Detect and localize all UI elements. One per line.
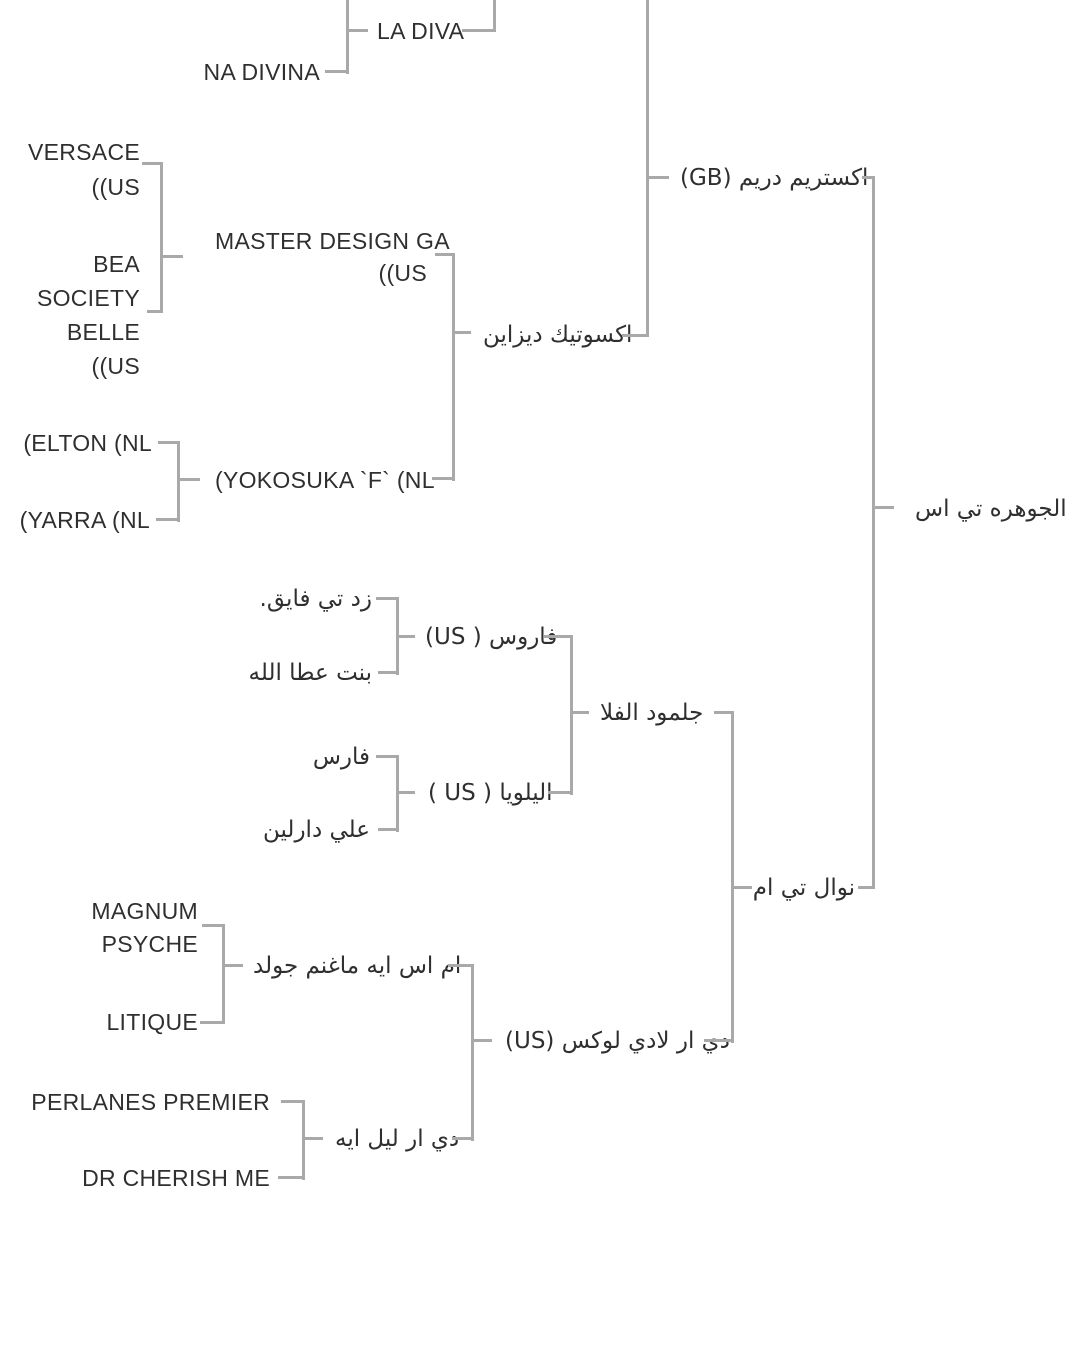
connector-line	[222, 925, 225, 1024]
node-elton: (ELTON (NL	[23, 430, 152, 456]
connector-line	[872, 506, 894, 509]
connector-line	[346, 0, 349, 74]
node-ali-darlene: علي دارلين	[262, 817, 370, 843]
node-master-design-ga-name: MASTER DESIGN GA	[215, 228, 450, 254]
connector-line	[177, 478, 200, 481]
connector-line	[462, 29, 496, 32]
node-perlanes-premier: PERLANES PREMIER	[31, 1089, 270, 1115]
connector-line	[302, 1101, 305, 1180]
connector-line	[570, 636, 573, 795]
node-versace: VERSACE ((US	[28, 135, 140, 205]
node-al-jawhara-ts: الجوهره تي اس	[915, 496, 1067, 522]
connector-line	[346, 29, 368, 32]
connector-line	[471, 1039, 492, 1042]
connector-line	[147, 310, 163, 313]
connector-line	[396, 791, 415, 794]
node-warandes-plakat: WARANDES PLAKAT	[91, 0, 320, 6]
node-exotic-design: اكسوتيك ديزاين	[483, 322, 633, 348]
connector-line	[646, 0, 649, 337]
connector-line	[378, 828, 399, 831]
node-jalmood-al-fala: جلمود الفلا	[600, 700, 704, 726]
connector-line	[448, 964, 474, 967]
connector-line	[731, 886, 752, 889]
connector-line	[471, 965, 474, 1141]
connector-line	[160, 255, 183, 258]
connector-line	[452, 254, 455, 481]
connector-line	[714, 711, 734, 714]
node-faris: فارس	[312, 744, 370, 770]
node-bea-society-belle: BEA SOCIETY BELLE ((US	[5, 247, 140, 383]
connector-line	[158, 441, 180, 444]
connector-line	[452, 1137, 474, 1140]
node-bea-society-belle-name: BEA SOCIETY BELLE	[36, 251, 140, 345]
node-versace-name: VERSACE	[27, 139, 140, 165]
connector-line	[302, 1137, 323, 1140]
connector-line	[432, 477, 455, 480]
connector-line	[731, 712, 734, 1043]
node-faroos: فاروس ( US)	[425, 624, 558, 650]
connector-line	[281, 1100, 305, 1103]
connector-line	[200, 1021, 225, 1024]
node-dr-cherish-me: DR CHERISH ME	[82, 1165, 270, 1191]
connector-line	[396, 635, 415, 638]
node-bint-ata-allah: بنت عطا الله	[248, 660, 373, 686]
node-magnum-psyche: MAGNUM PSYCHE	[91, 898, 198, 957]
connector-line	[570, 711, 589, 714]
node-dr-lil-aya: دي ار ليل ايه	[335, 1126, 460, 1152]
connector-line	[376, 755, 399, 758]
connector-line	[544, 635, 573, 638]
connector-line	[156, 518, 180, 521]
node-alleluia: اليلويا ( US )	[428, 780, 553, 806]
node-versace-reg: ((US	[91, 174, 140, 200]
node-yarra: (YARRA (NL	[19, 507, 150, 533]
node-bea-society-belle-reg: ((US	[91, 353, 140, 379]
node-msa-magnum-gold: ام اس ايه ماغنم جولد	[253, 953, 462, 979]
connector-line	[493, 0, 496, 32]
node-master-design-ga: MASTER DESIGN GA ((US	[215, 225, 450, 289]
connector-line	[222, 964, 243, 967]
connector-line	[452, 331, 471, 334]
connector-line	[142, 162, 163, 165]
connector-line	[435, 253, 455, 256]
node-na-divina: NA DIVINA	[203, 59, 320, 85]
node-zd-t-fayeq: زد تي فايق.	[259, 586, 372, 612]
node-extreme-dream: اكستريم دريم (GB)	[680, 165, 869, 191]
connector-line	[325, 70, 349, 73]
node-dr-lady-lux: دي ار لادي لوكس (US)	[505, 1028, 730, 1054]
connector-line	[202, 924, 225, 927]
connector-line	[862, 176, 875, 179]
node-la-diva: LA DIVA	[377, 18, 465, 44]
node-master-design-ga-reg: ((US	[378, 260, 427, 286]
connector-line	[376, 597, 399, 600]
connector-line	[622, 334, 649, 337]
connector-line	[378, 671, 399, 674]
connector-line	[278, 1176, 305, 1179]
connector-line	[646, 176, 669, 179]
connector-line	[872, 177, 875, 889]
connector-line	[177, 442, 180, 522]
node-nawal-t-m: نوال تي ام	[752, 875, 855, 901]
connector-line	[396, 756, 399, 832]
node-litique: LITIQUE	[106, 1009, 198, 1035]
connector-line	[548, 791, 573, 794]
connector-line	[858, 886, 875, 889]
connector-line	[160, 163, 163, 313]
node-yokosuka: (YOKOSUKA `F` (NL	[215, 467, 435, 493]
connector-line	[704, 1039, 734, 1042]
